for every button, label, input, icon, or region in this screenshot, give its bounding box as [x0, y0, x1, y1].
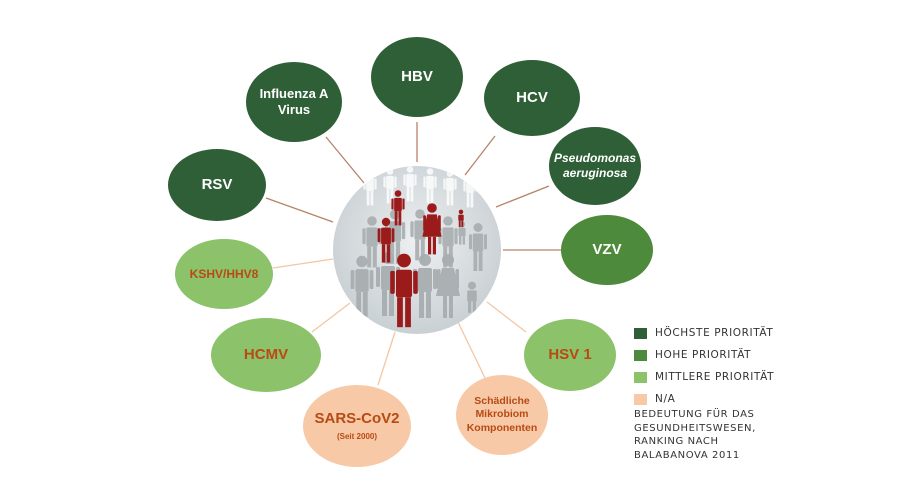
connector-sars — [377, 331, 396, 386]
legend-label: MITTLERE PRIORITÄT — [655, 371, 775, 383]
node-label: RSV — [201, 175, 233, 193]
person-icon — [390, 253, 418, 328]
person-icon — [436, 254, 460, 318]
legend-swatch — [634, 393, 647, 405]
person-icon — [422, 203, 442, 255]
node-kshv: KSHV/HHV8 — [175, 239, 273, 309]
person-icon — [413, 254, 437, 318]
person-icon — [467, 281, 477, 313]
node-vzv: VZV — [561, 215, 653, 285]
ranking-note: BEDEUTUNG FÜR DAS GESUNDHEITSWESEN, RANK… — [634, 409, 756, 461]
node-label: HSV 1 — [548, 345, 592, 363]
person-icon — [458, 209, 464, 228]
legend-label: HOHE PRIORITÄT — [655, 349, 752, 361]
node-label: Schädliche Mikrobiom Komponenten — [466, 395, 538, 434]
connector-influenza — [325, 136, 365, 184]
legend-swatch — [634, 349, 647, 361]
person-icon — [383, 168, 397, 204]
legend-item-hoechste: HÖCHSTE PRIORITÄT — [634, 322, 774, 344]
node-label: VZV — [592, 240, 622, 258]
legend-item-hohe: HOHE PRIORITÄT — [634, 344, 774, 366]
connector-lines — [265, 122, 561, 386]
person-icon — [377, 217, 395, 263]
node-hcv: HCV — [484, 60, 580, 136]
node-label: HCV — [516, 88, 548, 106]
person-icon — [362, 216, 382, 268]
node-mikrobiom: Schädliche Mikrobiom Komponenten — [456, 375, 548, 455]
connector-pseudomonas — [495, 185, 550, 208]
node-hcmv: HCMV — [211, 318, 321, 392]
node-label: KSHV/HHV8 — [189, 266, 259, 281]
legend-item-na: N/A — [634, 388, 774, 410]
legend-swatch — [634, 371, 647, 383]
node-label: Pseudomonas aeruginosa — [553, 151, 637, 180]
legend-swatch — [634, 327, 647, 339]
person-icon — [443, 170, 457, 206]
node-influenza: Influenza A Virus — [246, 62, 342, 142]
population-icon — [333, 166, 501, 334]
connector-rsv — [265, 197, 334, 223]
person-icon — [350, 255, 374, 317]
legend: HÖCHSTE PRIORITÄT HOHE PRIORITÄT MITTLER… — [634, 322, 774, 410]
node-hsv1: HSV 1 — [524, 319, 616, 391]
person-icon — [469, 223, 487, 271]
connector-kshv — [272, 258, 334, 269]
connector-hcmv — [311, 302, 351, 333]
person-icon — [391, 190, 405, 226]
legend-item-mittlere: MITTLERE PRIORITÄT — [634, 366, 774, 388]
legend-label: HÖCHSTE PRIORITÄT — [655, 327, 774, 339]
person-icon — [423, 168, 437, 204]
node-sublabel: (Seit 2000) — [336, 431, 378, 441]
node-hbv: HBV — [371, 37, 463, 117]
connector-hsv1 — [486, 301, 527, 333]
node-label: HBV — [401, 67, 433, 85]
node-label: Influenza A Virus — [259, 85, 329, 117]
connector-mikrobiom — [457, 321, 486, 379]
node-label: HCMV — [243, 345, 289, 363]
legend-label: N/A — [655, 393, 676, 405]
connector-hcv — [464, 135, 496, 176]
person-icon — [403, 166, 417, 202]
node-label: SARS-CoV2 — [314, 410, 400, 428]
node-sars: SARS-CoV2 (Seit 2000) — [303, 385, 411, 467]
node-rsv: RSV — [168, 149, 266, 221]
node-pseudomonas: Pseudomonas aeruginosa — [549, 127, 641, 205]
